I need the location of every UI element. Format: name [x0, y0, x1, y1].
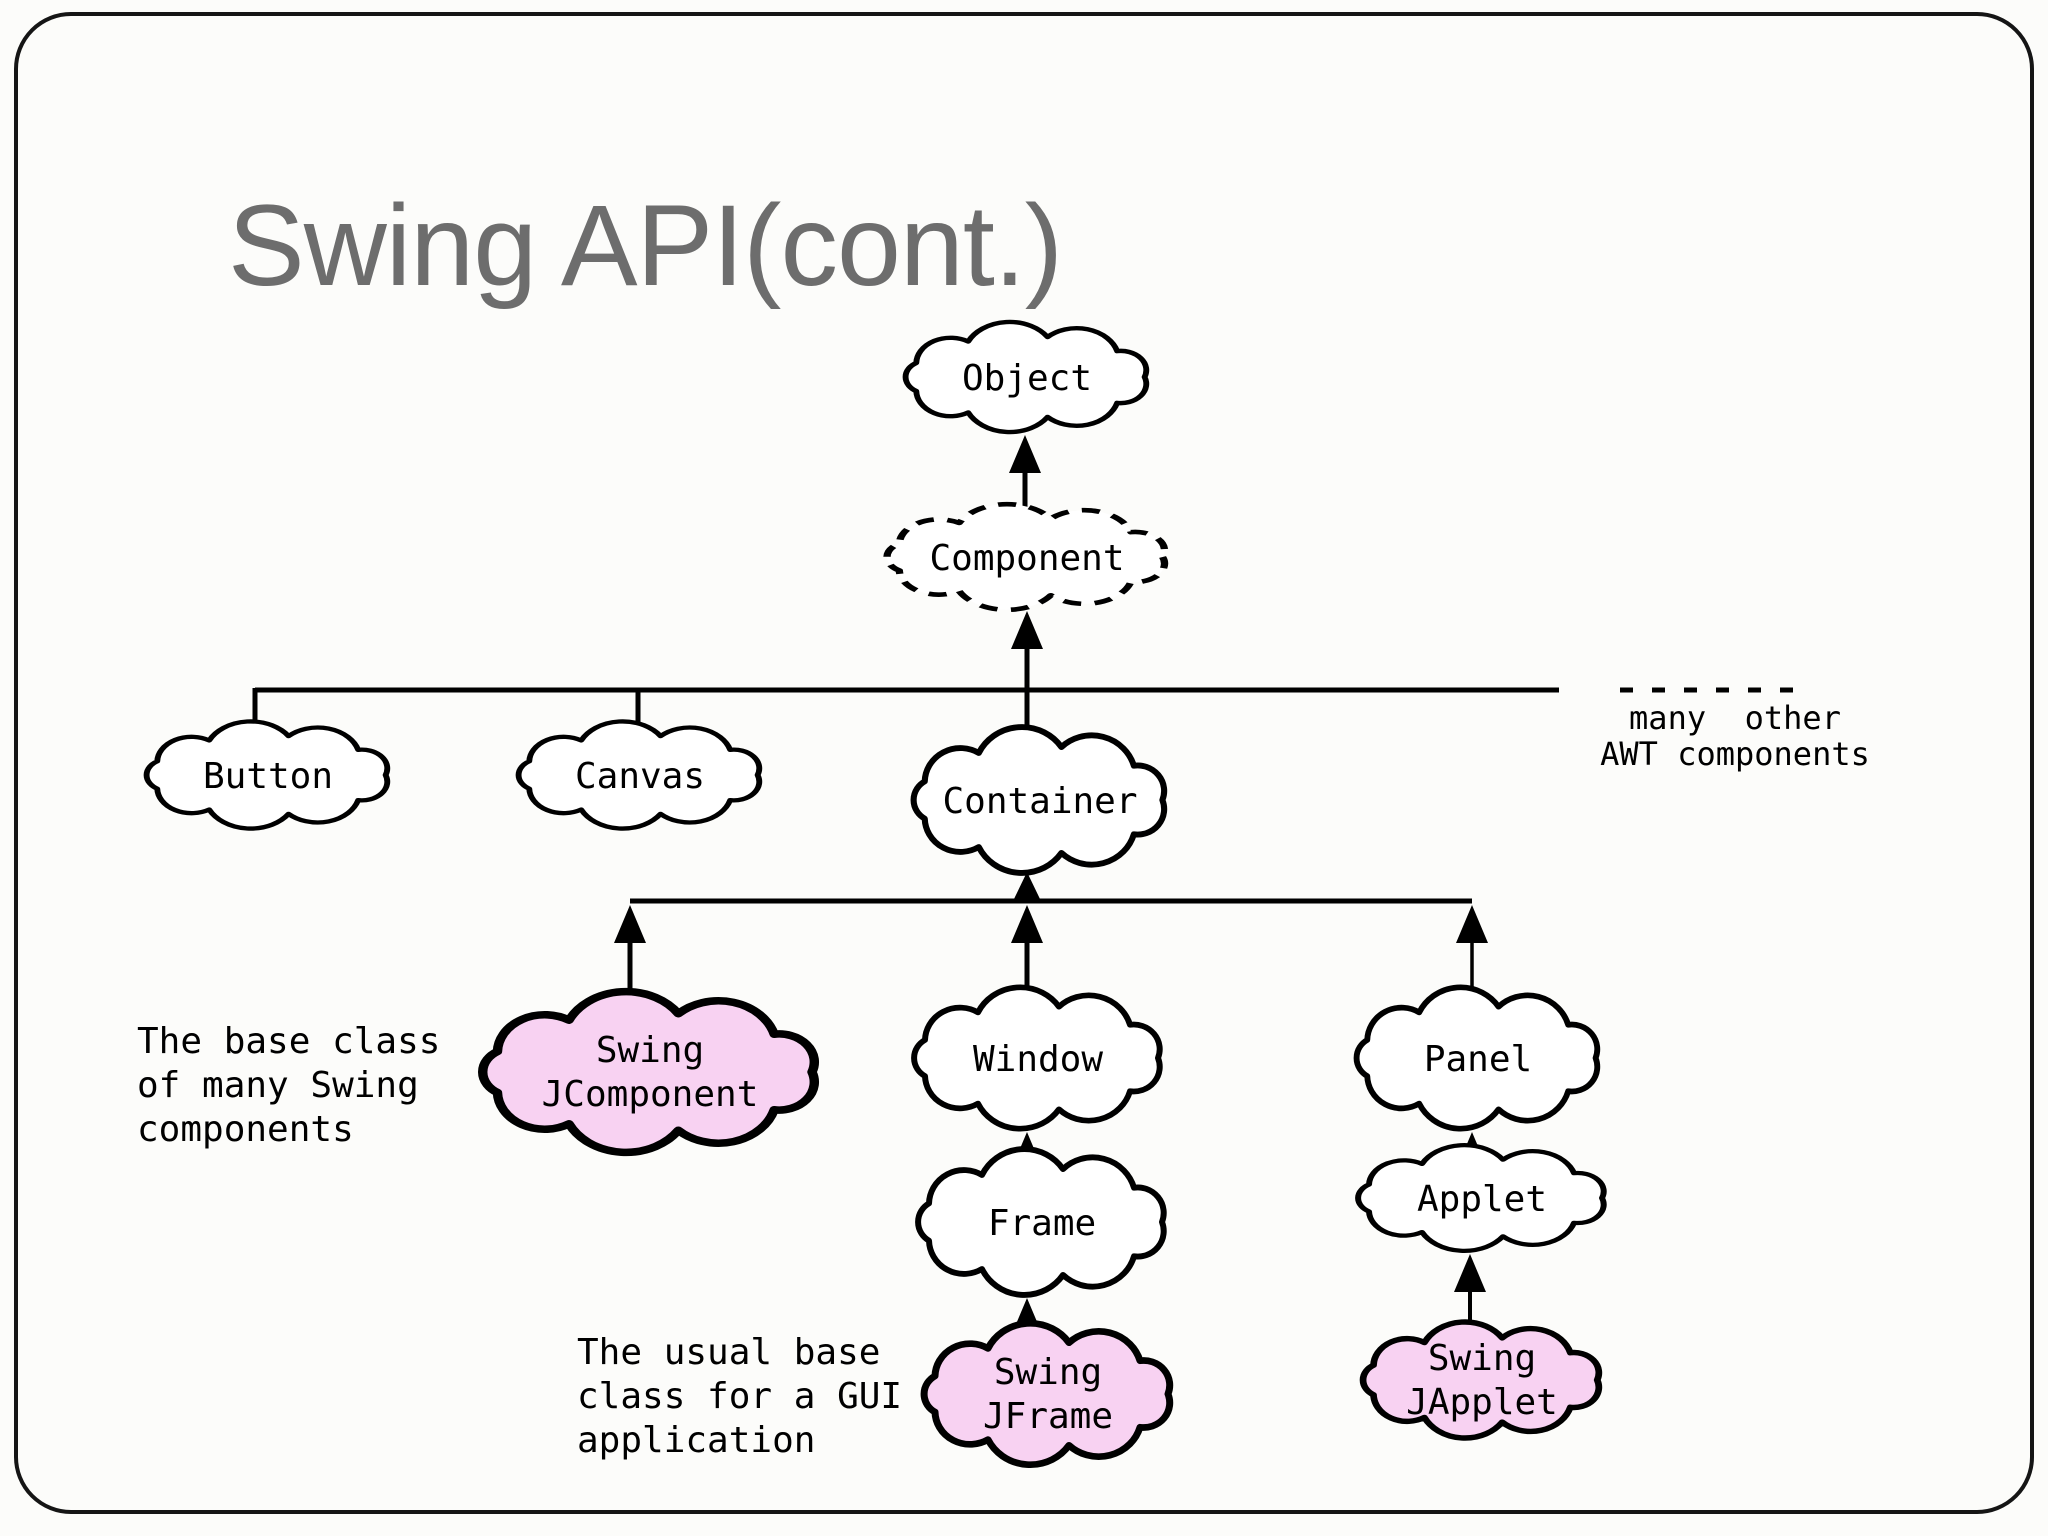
node-label: Canvas — [575, 756, 705, 797]
node-label-line1: Swing — [596, 1030, 704, 1071]
slide-border — [14, 12, 2034, 1514]
node-label: Panel — [1424, 1039, 1532, 1080]
node-label-line1: Swing — [994, 1352, 1102, 1393]
note-line: The usual base — [577, 1332, 880, 1373]
node-swing-jframe: Swing JFrame — [924, 1323, 1170, 1464]
node-component: Component — [887, 504, 1165, 610]
node-panel: Panel — [1357, 987, 1598, 1128]
node-label: Object — [962, 358, 1092, 399]
note-line: many other — [1629, 699, 1841, 737]
node-label: Window — [973, 1039, 1103, 1080]
connector-panel-line-arrow — [1456, 905, 1488, 994]
node-label: Component — [929, 538, 1124, 579]
node-swing-jcomponent: Swing JComponent — [483, 992, 815, 1153]
node-applet: Applet — [1358, 1145, 1604, 1251]
note-line: class for a GUI — [577, 1376, 902, 1417]
node-window: Window — [914, 987, 1160, 1128]
note-jframe: The usual base class for a GUI applicati… — [577, 1332, 902, 1461]
node-swing-japplet: Swing JApplet — [1363, 1322, 1599, 1438]
note-line: The base class — [137, 1021, 440, 1062]
node-label: Applet — [1417, 1179, 1547, 1220]
connector-line-container-arrow — [1014, 872, 1040, 899]
node-label-line2: JComponent — [542, 1074, 759, 1115]
node-canvas: Canvas — [519, 721, 760, 828]
node-label: Button — [203, 756, 333, 797]
connector-container-component-arrow — [1011, 611, 1043, 736]
node-label-line2: JFrame — [983, 1396, 1113, 1437]
note-jcomponent: The base class of many Swing components — [137, 1021, 440, 1150]
node-object: Object — [906, 322, 1147, 432]
note-line: application — [577, 1420, 815, 1461]
node-label: Frame — [988, 1203, 1096, 1244]
cloud-shape — [483, 992, 815, 1153]
note-line: of many Swing — [137, 1065, 419, 1106]
cloud-shape — [924, 1323, 1170, 1464]
node-label: Container — [942, 781, 1137, 822]
node-label-line2: JApplet — [1406, 1382, 1558, 1423]
connector-jcomponent-line-arrow — [614, 905, 646, 1002]
note-line: components — [137, 1109, 354, 1150]
note-line: AWT components — [1600, 735, 1870, 773]
connector-window-line-arrow — [1011, 905, 1043, 994]
node-button: Button — [147, 721, 388, 828]
note-awt-components: many other AWT components — [1600, 699, 1870, 773]
node-container: Container — [914, 727, 1165, 873]
slide-title: Swing API(cont.) — [228, 182, 1062, 310]
node-frame: Frame — [918, 1149, 1164, 1295]
node-label-line1: Swing — [1428, 1338, 1536, 1379]
